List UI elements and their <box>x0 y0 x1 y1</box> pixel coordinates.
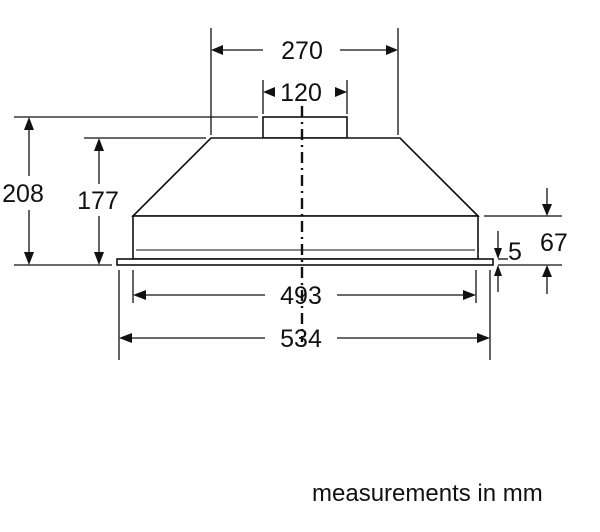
arrow-right-icon <box>463 290 476 300</box>
dim-label-208: 208 <box>2 180 44 208</box>
hood-outline <box>116 116 494 266</box>
dim-5: 5 <box>494 231 522 292</box>
dim-label-534: 534 <box>280 325 322 353</box>
dim-120: 120 <box>262 79 348 114</box>
dim-270: 270 <box>210 28 399 135</box>
arrow-down-icon <box>24 252 34 265</box>
dim-label-177: 177 <box>77 187 119 215</box>
arrow-right-icon <box>386 45 398 55</box>
arrow-left-icon <box>211 45 223 55</box>
dim-label-270: 270 <box>281 37 323 65</box>
dim-493: 493 <box>132 270 477 310</box>
dim-67: 67 <box>484 188 568 294</box>
arrow-down-icon <box>494 248 502 259</box>
arrow-down-icon <box>542 204 552 216</box>
dim-label-493: 493 <box>280 282 322 310</box>
arrow-left-icon <box>263 87 275 97</box>
dim-label-120: 120 <box>280 79 322 107</box>
units-caption: measurements in mm <box>312 480 543 507</box>
dim-label-67: 67 <box>540 229 568 257</box>
arrow-right-icon <box>477 333 490 343</box>
dim-label-5: 5 <box>508 238 522 266</box>
arrow-up-icon <box>94 138 104 151</box>
arrow-up-icon <box>494 265 502 276</box>
dim-534: 534 <box>118 270 491 360</box>
bottom-flange <box>116 258 494 266</box>
dim-208: 208 <box>2 116 258 266</box>
hood-canopy <box>131 137 480 217</box>
duct-collar <box>262 116 348 139</box>
arrow-up-icon <box>24 117 34 130</box>
arrow-up-icon <box>542 265 552 277</box>
dim-177: 177 <box>77 137 206 265</box>
arrow-right-icon <box>335 87 347 97</box>
arrow-left-icon <box>133 290 146 300</box>
hood-body <box>132 215 479 260</box>
arrow-left-icon <box>119 333 132 343</box>
arrow-down-icon <box>94 252 104 265</box>
